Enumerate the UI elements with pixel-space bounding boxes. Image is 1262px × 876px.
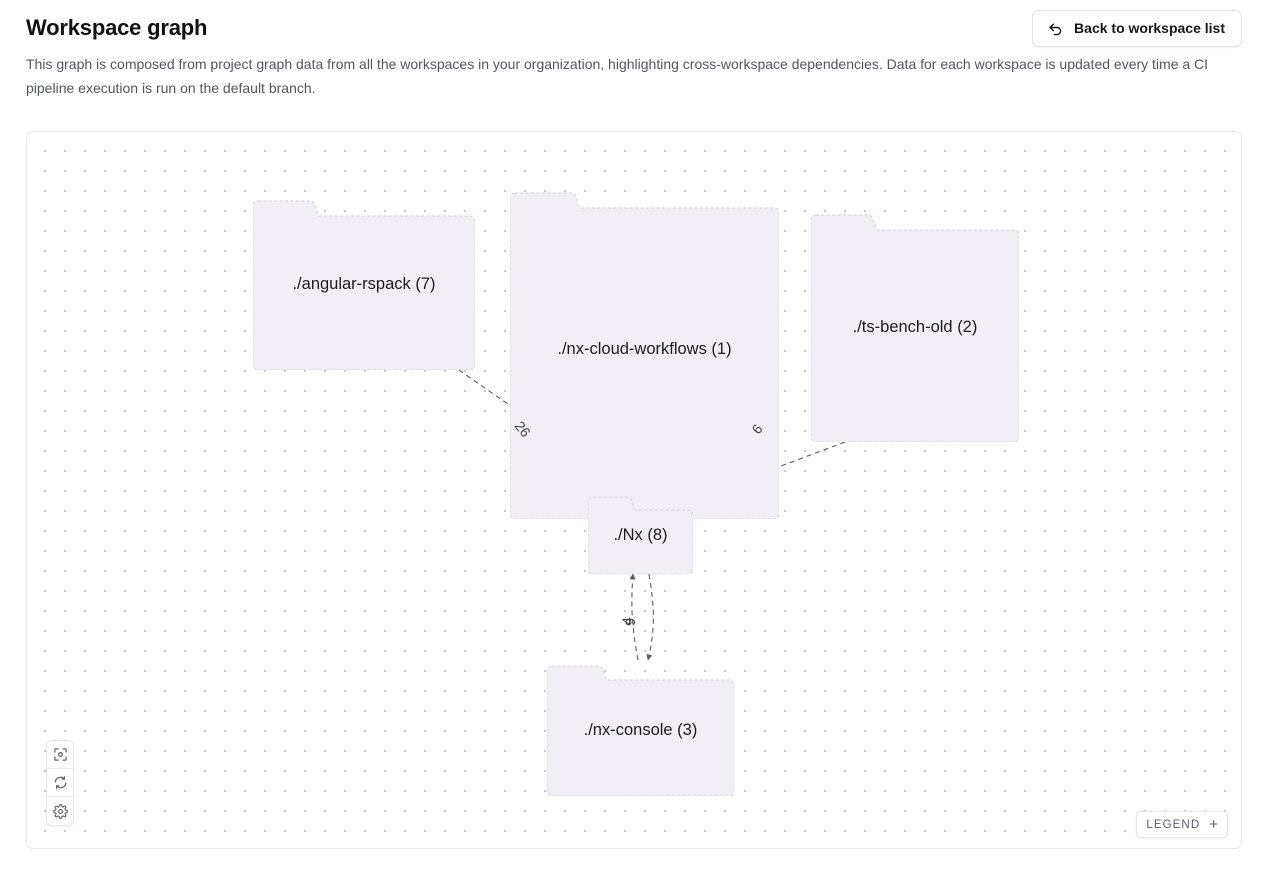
folder-shape-icon xyxy=(547,665,734,796)
graph-node-label: ./angular-rspack (7) xyxy=(292,275,436,293)
graph-node-label: ./nx-console (3) xyxy=(583,721,698,739)
refresh-graph-button[interactable] xyxy=(47,769,73,797)
back-arrow-icon xyxy=(1047,20,1064,37)
graph-node-label: ./ts-bench-old (2) xyxy=(852,318,978,336)
graph-canvas[interactable]: ./angular-rspack (7) ./nx-cloud-workflow… xyxy=(26,131,1242,849)
graph-node-label: ./Nx (8) xyxy=(613,526,668,544)
graph-node-nx-cloud-workflows[interactable]: ./nx-cloud-workflows (1) xyxy=(510,188,779,519)
graph-node-nx[interactable]: ./Nx (8) xyxy=(588,492,693,574)
page-title: Workspace graph xyxy=(26,15,208,40)
folder-shape-icon xyxy=(811,214,1019,442)
gear-icon xyxy=(52,803,68,819)
legend-label: LEGEND xyxy=(1146,818,1201,831)
edge-nx-to-nx-console xyxy=(646,573,654,661)
focus-graph-button[interactable] xyxy=(47,741,73,769)
graph-node-nx-console[interactable]: ./nx-console (3) xyxy=(547,661,734,796)
plus-icon: + xyxy=(1209,816,1218,833)
legend-toggle-button[interactable]: LEGEND + xyxy=(1136,811,1228,838)
page-description: This graph is composed from project grap… xyxy=(26,56,1209,96)
graph-node-angular-rspack[interactable]: ./angular-rspack (7) xyxy=(253,196,475,370)
graph-controls-panel xyxy=(46,740,74,826)
graph-node-ts-bench-old[interactable]: ./ts-bench-old (2) xyxy=(811,210,1019,442)
focus-target-icon xyxy=(53,747,68,762)
folder-shape-icon xyxy=(588,496,693,574)
back-button-label: Back to workspace list xyxy=(1074,20,1225,36)
graph-node-label: ./nx-cloud-workflows (1) xyxy=(557,340,732,358)
folder-shape-icon xyxy=(253,200,475,370)
page-header: Workspace graph Back to workspace list xyxy=(26,8,1242,48)
edge-nx-console-to-nx xyxy=(629,573,639,661)
graph-settings-button[interactable] xyxy=(47,797,73,825)
refresh-sync-icon xyxy=(53,775,68,790)
folder-shape-icon xyxy=(510,192,779,519)
edge-label-nx-console-nx: 9 xyxy=(621,618,638,626)
back-to-workspace-list-button[interactable]: Back to workspace list xyxy=(1032,9,1242,47)
